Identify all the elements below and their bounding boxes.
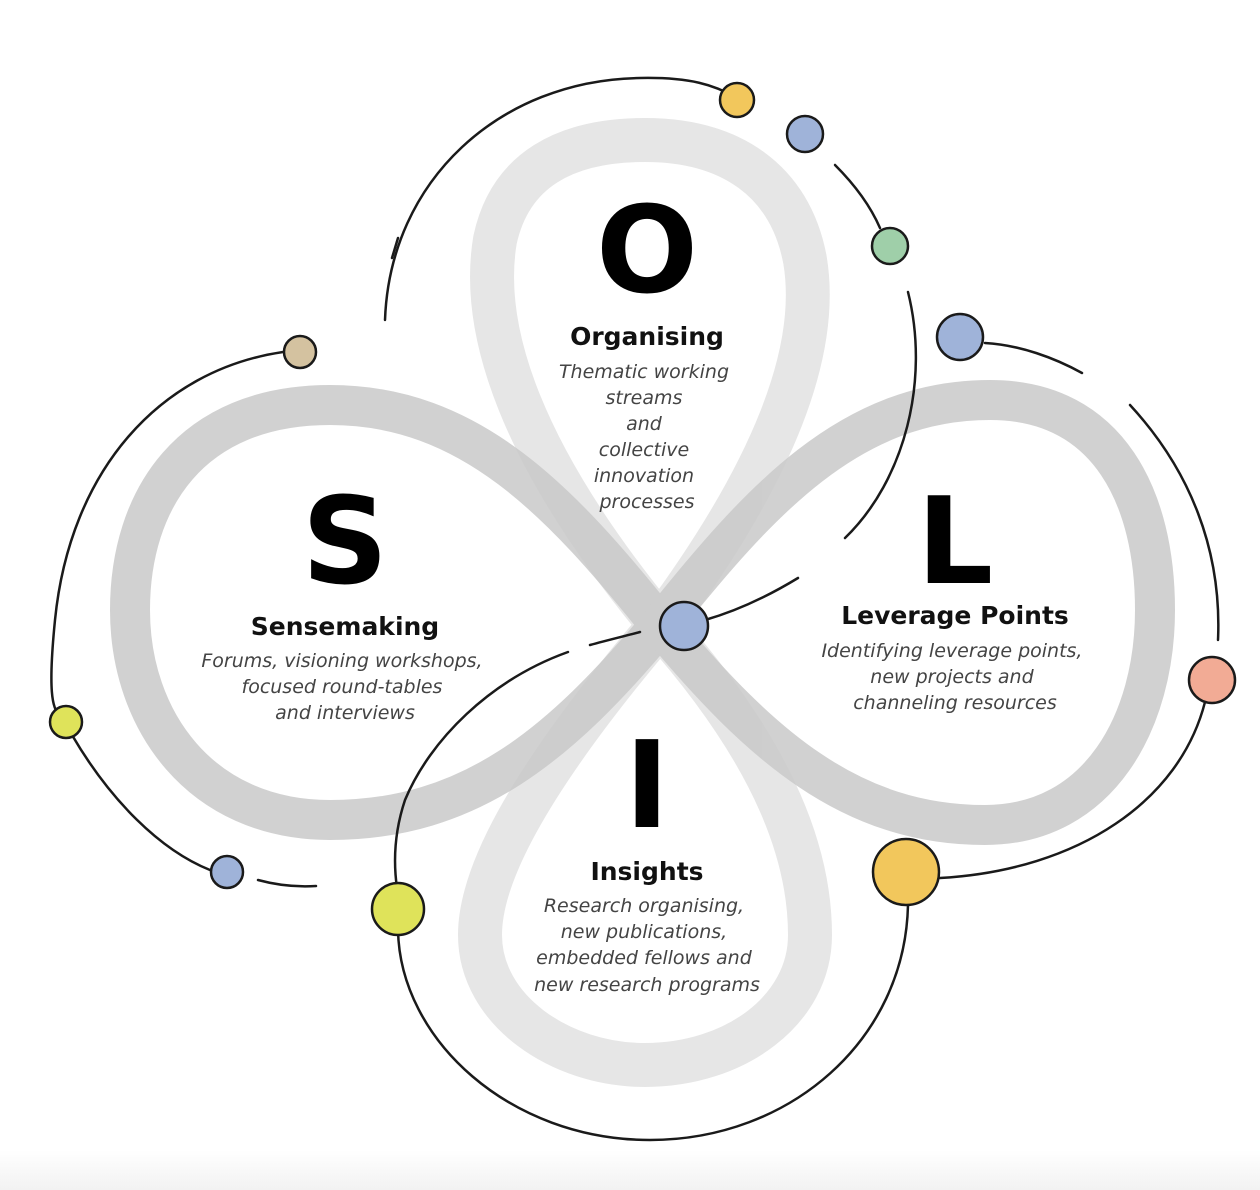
title-insights: Insights bbox=[590, 857, 703, 886]
title-leverage: Leverage Points bbox=[841, 601, 1069, 630]
desc-leverage: Identifying leverage points, new project… bbox=[821, 640, 1088, 714]
orbit-center-left bbox=[588, 630, 642, 647]
dot-blue-left bbox=[209, 854, 245, 890]
orbit-right-top bbox=[983, 341, 1084, 375]
orbit-center-right bbox=[703, 576, 800, 622]
orbits bbox=[50, 76, 1220, 1142]
title-organising: Organising bbox=[570, 322, 724, 351]
dots bbox=[48, 81, 1237, 937]
desc-sensemaking: Forums, visioning workshops, focused rou… bbox=[201, 650, 488, 724]
letter-o: O bbox=[596, 182, 698, 321]
dot-green bbox=[870, 226, 910, 266]
horizontal-loop bbox=[109, 379, 1176, 846]
orbit-top-right-b bbox=[843, 290, 918, 540]
dot-lime-bottom bbox=[370, 881, 426, 937]
orbit-top-arc bbox=[383, 76, 739, 322]
loop-leverage-lobe bbox=[640, 379, 1176, 846]
desc-insights: Research organising, new publications, e… bbox=[534, 895, 760, 996]
orbit-bottom-arc bbox=[396, 903, 910, 1142]
loop-insights-lobe bbox=[457, 603, 833, 1088]
letter-i: I bbox=[625, 717, 670, 856]
orbit-center-left-2 bbox=[393, 650, 570, 890]
dot-yellow-top bbox=[718, 81, 756, 119]
letter-l: L bbox=[917, 473, 993, 612]
dot-salmon bbox=[1187, 655, 1237, 705]
orbit-left-dash bbox=[256, 878, 318, 888]
dot-tan bbox=[282, 334, 318, 370]
dot-yellow-bottom bbox=[871, 837, 941, 907]
loop-sensemaking-lobe bbox=[109, 384, 680, 841]
quadrant-sensemaking: S Sensemaking Forums, visioning workshop… bbox=[201, 473, 488, 724]
desc-organising: Thematic working streams and collective … bbox=[559, 361, 735, 513]
quadrant-leverage: L Leverage Points Identifying leverage p… bbox=[821, 473, 1088, 714]
dot-lime-left bbox=[48, 704, 84, 740]
title-sensemaking: Sensemaking bbox=[251, 612, 439, 641]
quadrant-insights: I Insights Research organising, new publ… bbox=[534, 717, 760, 996]
orbit-right-arc bbox=[1128, 403, 1220, 642]
quadrant-organising: O Organising Thematic working streams an… bbox=[559, 182, 735, 513]
orbit-right-bottom bbox=[938, 700, 1207, 880]
orbit-top-dash bbox=[390, 236, 400, 260]
orbit-top-right-a bbox=[833, 163, 882, 230]
bottom-fade bbox=[0, 1150, 1260, 1190]
vertical-loop bbox=[457, 117, 833, 1088]
letter-s: S bbox=[302, 473, 388, 612]
dot-blue-top bbox=[785, 114, 825, 154]
orbit-left-arc bbox=[50, 350, 285, 717]
dot-blue-center bbox=[658, 600, 710, 652]
orbit-left-bottom bbox=[70, 733, 212, 872]
loop-organising-lobe bbox=[470, 117, 830, 647]
dot-blue-right bbox=[935, 312, 985, 362]
